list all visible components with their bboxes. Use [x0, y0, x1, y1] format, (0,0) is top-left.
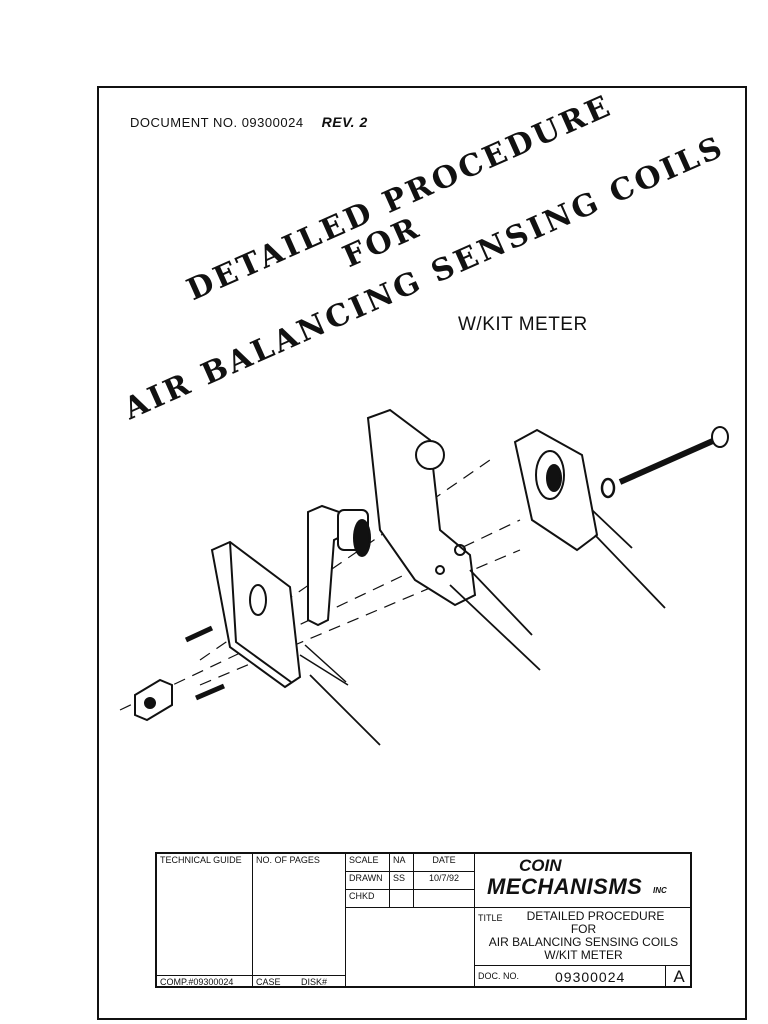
- title-block: TECHNICAL GUIDE NO. OF PAGES SCALE NA DA…: [155, 852, 692, 988]
- pages-label: NO. OF PAGES: [256, 855, 320, 865]
- drawing-title: TITLE DETAILED PROCEDURE FOR AIR BALANCI…: [475, 908, 692, 966]
- disk-label: DISK#: [301, 977, 328, 987]
- chkd-value-cell: [390, 890, 414, 908]
- title-label: TITLE: [478, 913, 503, 923]
- date-label: DATE: [432, 855, 456, 865]
- drawn-label: DRAWN: [349, 873, 383, 883]
- company-logo: COIN MECHANISMS INC: [475, 854, 692, 908]
- case-disk-cell: CASE DISK#: [253, 976, 346, 988]
- title-block-line-1: DETAILED PROCEDURE: [526, 909, 665, 923]
- pages-cell: NO. OF PAGES: [253, 854, 346, 976]
- drawn-value-cell: SS: [390, 872, 414, 890]
- scale-label: SCALE: [349, 855, 379, 865]
- document-number-text: DOCUMENT NO. 09300024: [130, 115, 304, 130]
- page-border: [97, 86, 747, 1020]
- technical-guide-label: TECHNICAL GUIDE: [160, 855, 242, 865]
- doc-number-value: 09300024: [555, 969, 626, 985]
- date-value: 10/7/92: [428, 873, 460, 883]
- comp-cell: COMP.#09300024: [157, 976, 253, 988]
- date-value-cell: 10/7/92: [414, 872, 475, 890]
- date-header-cell: DATE: [414, 854, 475, 872]
- scale-cell: SCALE: [346, 854, 390, 872]
- logo-inc-text: INC: [653, 886, 667, 895]
- doc-number-label: DOC. NO.: [478, 971, 520, 981]
- logo-mechanisms-text: MECHANISMS: [487, 874, 643, 899]
- revision-text: REV. 2: [321, 114, 368, 130]
- document-number: DOCUMENT NO. 09300024 REV. 2: [130, 114, 368, 130]
- subtitle: W/KIT METER: [458, 314, 588, 335]
- drawn-cell: DRAWN: [346, 872, 390, 890]
- title-block-line-2: FOR: [570, 922, 597, 936]
- case-label: CASE: [256, 977, 281, 987]
- doc-number-row: DOC. NO. 09300024 A: [475, 966, 692, 988]
- chkd-cell: CHKD: [346, 890, 390, 908]
- comp-label: COMP.#09300024: [160, 977, 234, 987]
- technical-guide-cell: TECHNICAL GUIDE: [157, 854, 253, 976]
- scale-value-cell: NA: [390, 854, 414, 872]
- drawn-value: SS: [393, 873, 406, 883]
- chkd-label: CHKD: [349, 891, 375, 901]
- chkd-date-cell: [414, 890, 475, 908]
- exploded-assembly-drawing: [119, 408, 729, 746]
- scale-value: NA: [393, 855, 406, 865]
- title-block-line-3: AIR BALANCING SENSING COILS: [488, 935, 679, 949]
- blank-cell: [346, 908, 475, 988]
- logo-coin-text: COIN: [519, 856, 562, 875]
- revision-letter: A: [665, 966, 692, 988]
- title-block-line-4: W/KIT METER: [544, 948, 623, 962]
